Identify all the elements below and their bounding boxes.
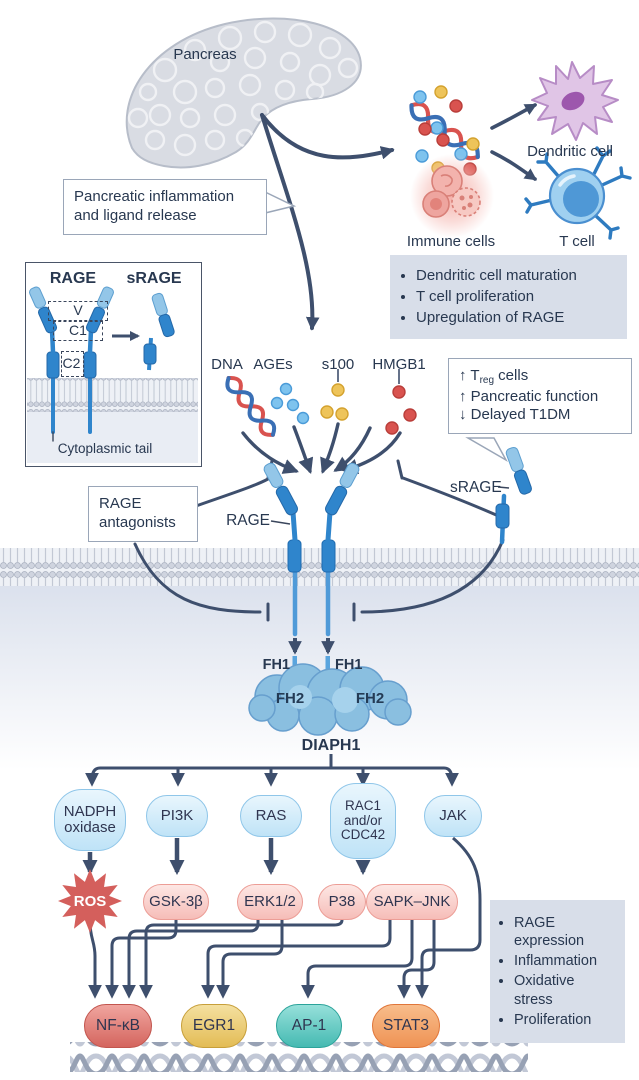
- rage-structure-inset: [25, 262, 202, 467]
- ligand-hmgb1-label: HMGB1: [372, 356, 426, 373]
- bubble-line-2: and ligand release: [74, 206, 197, 224]
- outcome-item: Inflammation: [514, 952, 617, 970]
- fh2-left-label: FH2: [275, 690, 305, 707]
- inset-rage-title: RAGE: [49, 270, 97, 287]
- ligand-dna-label: DNA: [211, 356, 243, 373]
- immune-effects-box: Dendritic cell maturation T cell prolife…: [390, 255, 627, 340]
- cytoplasmic-tail-label: Cytoplasmic tail: [57, 441, 153, 456]
- inset-rage-structure: [27, 286, 198, 463]
- rage-receptor-label: RAGE: [226, 512, 270, 529]
- antagonists-line1: RAGE: [99, 495, 142, 512]
- srage-effect-line3: ↓ Delayed T1DM: [459, 406, 571, 424]
- tier1-tier2-arrows: [82, 838, 371, 876]
- node-stat3: STAT3: [372, 1004, 440, 1048]
- fh1-right-label: FH1: [335, 657, 363, 673]
- tier2-tier3-lines: [88, 919, 436, 999]
- released-ligand-cluster: [409, 85, 480, 176]
- node-rac1-cdc42: RAC1 and/or CDC42: [330, 783, 396, 859]
- rage-antagonists-box: RAGE antagonists: [88, 486, 198, 542]
- node-ap1: AP-1: [276, 1004, 342, 1048]
- outcome-item: Proliferation: [514, 1011, 617, 1029]
- bubble-line-1: Pancreatic inflammation: [74, 188, 235, 205]
- pancreatic-inflammation-bubble: Pancreatic inflammation and ligand relea…: [63, 179, 267, 235]
- pancreas-illustration: [125, 17, 362, 169]
- label-pointers: [270, 486, 510, 525]
- domain-v-label: V: [73, 302, 83, 318]
- fh2-right-label: FH2: [355, 690, 385, 707]
- ligand-icons: [225, 369, 417, 437]
- cluster-to-cell-arrows: [490, 103, 538, 181]
- node-sapk-jnk: SAPK–JNK: [366, 884, 458, 920]
- diaph1-label: DIAPH1: [301, 737, 361, 754]
- srage-label: sRAGE: [450, 479, 502, 496]
- srage-effects-bubble: ↑ Treg cells ↑ Pancreatic function ↓ Del…: [448, 358, 632, 434]
- domain-c2-label: C2: [62, 355, 81, 371]
- outcomes-box: RAGE expression Inflammation Oxidative s…: [490, 900, 625, 1043]
- t-cell-label: T cell: [559, 233, 595, 250]
- ligand-binding-arrows: [241, 422, 402, 475]
- effect-item: Upregulation of RAGE: [416, 309, 617, 328]
- node-jak: JAK: [424, 795, 482, 837]
- node-ras: RAS: [240, 795, 302, 837]
- dendritic-cell: [531, 61, 619, 141]
- node-erk12: ERK1/2: [237, 884, 303, 920]
- pancreas-label: Pancreas: [173, 46, 237, 63]
- fh1-left-label: FH1: [262, 657, 290, 673]
- inset-srage-title: sRAGE: [126, 270, 182, 287]
- outcome-item: Oxidative stress: [514, 972, 617, 1008]
- node-egr1: EGR1: [181, 1004, 247, 1048]
- domain-c1-label: C1: [69, 322, 87, 338]
- effect-item: Dendritic cell maturation: [416, 267, 617, 286]
- node-p38: P38: [318, 884, 366, 920]
- rage-receptor-dimer: [263, 462, 360, 637]
- pancreas-release-arrows: [260, 113, 395, 331]
- node-nfkb: NF-κB: [84, 1004, 152, 1048]
- node-pi3k: PI3K: [146, 795, 208, 837]
- node-gsk3b: GSK-3β: [143, 884, 209, 920]
- diaph1-branch-connector: [85, 754, 459, 787]
- t-cell: [524, 146, 632, 240]
- srage-effect-line1: ↑ Treg cells: [459, 367, 529, 386]
- outcome-item: RAGE expression: [514, 914, 617, 950]
- node-nadph-oxidase: NADPH oxidase: [54, 789, 126, 851]
- jak-to-stat3-line: [415, 836, 482, 999]
- effect-item: T cell proliferation: [416, 288, 617, 307]
- immune-cells-label: Immune cells: [406, 233, 496, 250]
- inhibition-lines: [133, 459, 505, 622]
- dendritic-cell-label: Dendritic cell: [527, 143, 613, 160]
- ligand-s100-label: s100: [321, 356, 355, 373]
- srage-molecule: [495, 446, 532, 545]
- immune-cells: [410, 154, 494, 238]
- plasma-membrane: [0, 548, 639, 586]
- ligand-ages-label: AGEs: [253, 356, 293, 373]
- signal-arrows-to-diaph1: [288, 638, 335, 655]
- srage-effect-line2: ↑ Pancreatic function: [459, 387, 599, 405]
- diaph1-complex: [248, 656, 412, 736]
- antagonists-line2: antagonists: [99, 513, 176, 531]
